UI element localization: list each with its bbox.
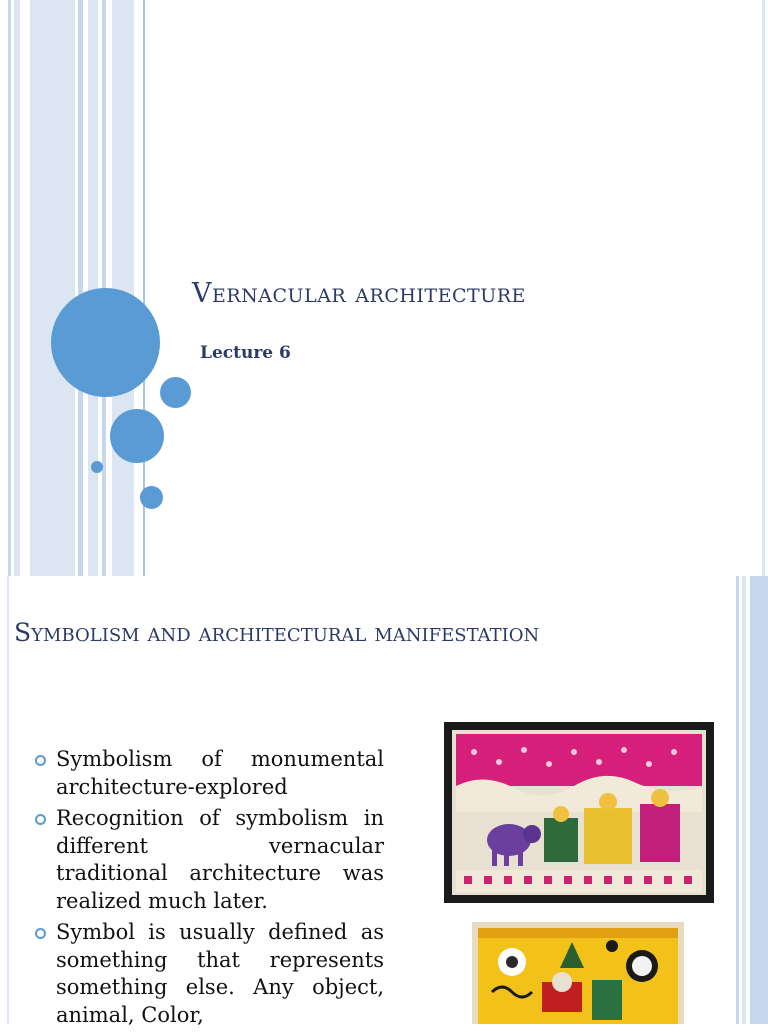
decor-stripe — [7, 576, 9, 1024]
madhubani-painting-yellow — [472, 922, 684, 1024]
slide-1: Vernacular architecture Lecture 6 — [8, 0, 765, 576]
bullet-text: Symbol is usually defined as something t… — [56, 920, 384, 1027]
painting-pink-art — [452, 730, 706, 895]
decor-stripe — [8, 0, 11, 576]
bullet-ring-icon — [35, 814, 46, 825]
bullet-ring-icon — [35, 755, 46, 766]
decor-circle — [140, 486, 163, 509]
decor-stripe — [78, 0, 83, 576]
decor-stripe — [88, 0, 98, 576]
list-item: Symbol is usually defined as something t… — [32, 919, 384, 1029]
decor-stripe — [762, 0, 765, 576]
list-item: Recognition of symbolism in different ve… — [32, 805, 384, 915]
decor-circle — [160, 377, 191, 408]
slide-2-title: Symbolism and architectural manifestatio… — [14, 618, 540, 647]
decor-stripe — [750, 576, 768, 1024]
madhubani-painting-pink — [444, 722, 714, 903]
bullet-text: Symbolism of monumental architecture-exp… — [56, 747, 384, 799]
bullet-list: Symbolism of monumental architecture-exp… — [32, 746, 384, 1033]
decor-stripe — [742, 576, 746, 1024]
decor-stripe — [143, 0, 145, 576]
decor-stripe — [14, 0, 20, 576]
slide-1-title: Vernacular architecture — [192, 278, 526, 309]
decor-circle-large — [51, 288, 160, 397]
decor-circle — [110, 409, 164, 463]
list-item: Symbolism of monumental architecture-exp… — [32, 746, 384, 801]
decor-stripe — [736, 576, 739, 1024]
painting-yellow-art — [478, 928, 678, 1024]
bullet-ring-icon — [35, 928, 46, 939]
slide-1-subtitle: Lecture 6 — [200, 343, 291, 363]
decor-circle — [91, 461, 103, 473]
decor-stripe — [30, 0, 75, 576]
bullet-text: Recognition of symbolism in different ve… — [56, 806, 384, 913]
